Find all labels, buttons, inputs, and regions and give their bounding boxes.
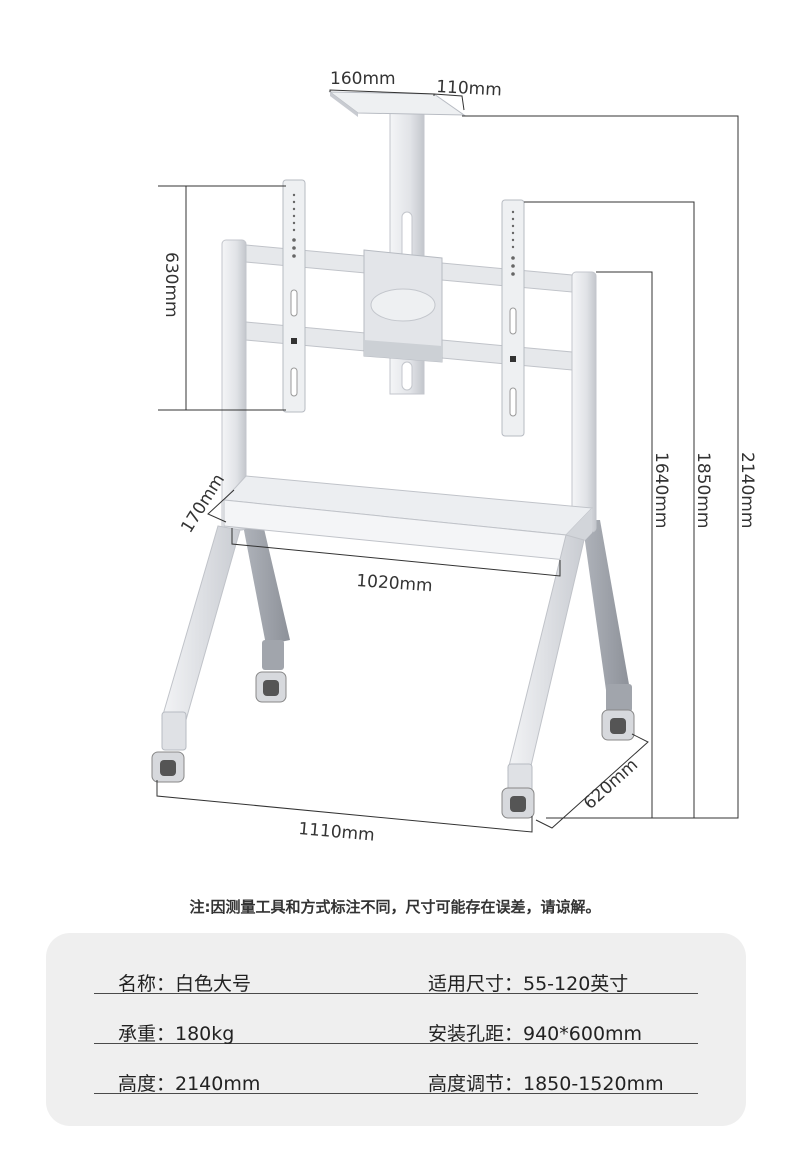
mount-width-line xyxy=(329,89,435,96)
vesa-plate-right xyxy=(501,199,525,437)
base-depth-label: 620mm xyxy=(580,755,642,814)
plate-height-label: 630mm xyxy=(161,252,181,318)
spec-screen-size: 适用尺寸：55-120英寸 xyxy=(428,973,629,995)
height-mid-line xyxy=(524,201,695,818)
rear-leg-right xyxy=(582,520,632,712)
spec-height-adjust: 高度调节：1850-1520mm xyxy=(428,1073,664,1095)
camera-tray xyxy=(328,91,466,117)
base-depth-line xyxy=(535,733,649,829)
spec-row: 名称：白色大号 适用尺寸：55-120英寸 xyxy=(94,943,698,995)
caster-front-right xyxy=(501,787,535,819)
mount-width-label: 160mm xyxy=(330,69,396,89)
rear-leg-left xyxy=(242,520,290,670)
caster-front-left xyxy=(151,751,185,783)
plate-height-line xyxy=(158,185,187,411)
shelf-width-line xyxy=(231,528,561,577)
mount-depth-line xyxy=(433,93,465,111)
base-width-label: 1110mm xyxy=(298,819,376,846)
shelf-width-label: 1020mm xyxy=(356,571,434,596)
spec-row: 高度：2140mm 高度调节：1850-1520mm xyxy=(94,1043,698,1095)
upright-right xyxy=(571,271,597,533)
height-total-label: 2140mm xyxy=(737,452,757,528)
mount-depth-label: 110mm xyxy=(436,77,503,100)
caster-rear-left xyxy=(255,671,287,703)
height-low-label: 1640mm xyxy=(651,452,671,528)
center-bracket xyxy=(363,249,443,363)
disclaimer-note: 注:因测量工具和方式标注不同，尺寸可能存在误差，请谅解。 xyxy=(189,898,601,916)
spec-load: 承重：180kg xyxy=(118,1023,235,1045)
front-leg-left xyxy=(161,525,241,751)
spec-row: 承重：180kg 安装孔距：940*600mm xyxy=(94,993,698,1045)
spec-height: 高度：2140mm xyxy=(118,1073,261,1095)
height-mid-label: 1850mm xyxy=(693,452,713,528)
height-low-line xyxy=(596,271,653,818)
height-total-line xyxy=(462,115,739,819)
spec-hole-spacing: 安装孔距：940*600mm xyxy=(428,1023,643,1045)
shelf-depth-line xyxy=(207,489,235,523)
shelf xyxy=(222,475,594,561)
caster-rear-right xyxy=(601,709,635,741)
spec-panel: 名称：白色大号 适用尺寸：55-120英寸 承重：180kg 安装孔距：940*… xyxy=(46,933,746,1126)
spec-name: 名称：白色大号 xyxy=(118,973,252,995)
tv-stand-diagram: 160mm 110mm 630mm 170mm 1020mm 1110mm 62… xyxy=(151,69,757,846)
base-width-line xyxy=(156,780,533,833)
vesa-plate-left xyxy=(282,179,306,413)
